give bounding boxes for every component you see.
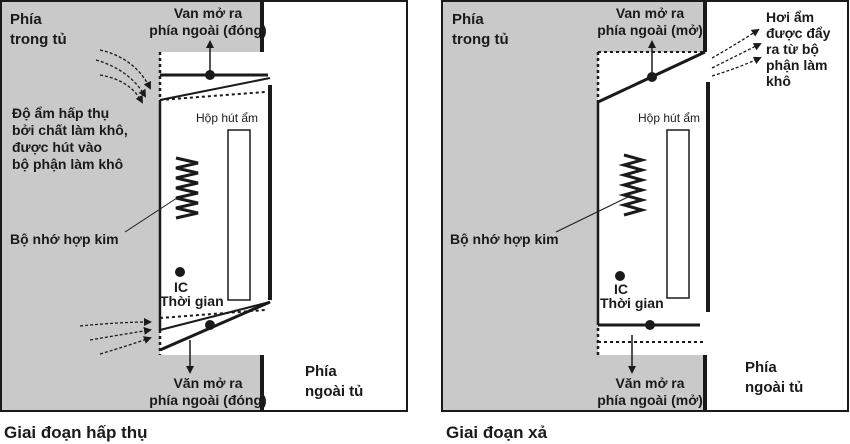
bottom-valve-label-1: Văn mở ra bbox=[173, 375, 242, 391]
caption-release: Giai đoạn xả bbox=[446, 423, 548, 442]
outside-label-1: Phía bbox=[745, 359, 777, 376]
alloy-pointer bbox=[555, 195, 631, 233]
side-note-4: bộ phận làm khô bbox=[12, 156, 123, 172]
inside-label-1: Phía bbox=[452, 11, 484, 28]
airflow-arrow bbox=[95, 59, 147, 98]
top-valve-label-1: Van mở ra bbox=[174, 5, 243, 21]
top-valve-pivot bbox=[205, 70, 215, 80]
ic-chip bbox=[615, 271, 625, 281]
airflow-arrow bbox=[99, 49, 151, 90]
cabinet-interior bbox=[2, 2, 262, 410]
inside-label-2: trong tủ bbox=[10, 31, 67, 48]
desiccant-box bbox=[666, 129, 690, 299]
airflow-arrow bbox=[711, 56, 762, 77]
side-note-2: được đẩy bbox=[766, 25, 831, 41]
airflow-arrow bbox=[99, 74, 143, 104]
top-valve-label-1: Van mở ra bbox=[616, 5, 685, 21]
panel-release: Phía trong tủ Van mở ra phía ngoài (mở) … bbox=[441, 0, 849, 412]
top-valve-label-2: phía ngoài (mở) bbox=[597, 22, 703, 38]
bottom-valve-pivot bbox=[205, 320, 215, 330]
side-note-5: khô bbox=[766, 73, 791, 89]
airflow-arrow bbox=[79, 318, 152, 327]
side-note-2: bởi chất làm khô, bbox=[12, 122, 128, 138]
airflow-arrow bbox=[711, 43, 762, 69]
top-valve-label-2: phía ngoài (đóng) bbox=[149, 22, 266, 38]
outside-label-2: ngoài tủ bbox=[745, 379, 803, 396]
airflow-arrow bbox=[711, 28, 760, 59]
side-note-3: ra từ bộ bbox=[766, 41, 819, 57]
bottom-valve-label-2: phía ngoài (đóng) bbox=[149, 392, 266, 408]
ic-label: IC bbox=[174, 279, 188, 295]
bottom-valve-label-2: phía ngoài (mở) bbox=[597, 392, 703, 408]
caption-absorption: Giai đoạn hấp thụ bbox=[4, 423, 148, 442]
inside-label-2: trong tủ bbox=[452, 31, 509, 48]
airflow-arrow bbox=[89, 326, 152, 341]
side-note-3: được hút vào bbox=[12, 139, 102, 155]
alloy-spring bbox=[175, 156, 199, 220]
outside-label-1: Phía bbox=[305, 363, 337, 380]
side-note-1: Độ ẩm hấp thụ bbox=[12, 105, 109, 121]
alloy-label: Bộ nhớ hợp kim bbox=[10, 231, 119, 247]
unit-bottom-edge bbox=[159, 301, 271, 331]
ic-chip bbox=[175, 267, 185, 277]
top-valve-pivot bbox=[647, 72, 657, 82]
alloy-label: Bộ nhớ hợp kim bbox=[450, 231, 559, 247]
panel-absorption: Phía trong tủ Van mở ra phía ngoài (đóng… bbox=[0, 0, 408, 412]
alloy-pointer bbox=[124, 195, 181, 233]
outside-label-2: ngoài tủ bbox=[305, 383, 363, 400]
timer-label: Thời gian bbox=[160, 293, 224, 309]
desiccant-label: Hộp hút ẩm bbox=[196, 111, 258, 125]
desiccant-label: Hộp hút ẩm bbox=[638, 111, 700, 125]
bottom-valve-pivot bbox=[645, 320, 655, 330]
side-note-1: Hơi ẩm bbox=[766, 9, 814, 25]
unit-top-edge bbox=[159, 77, 271, 101]
inside-label-1: Phía bbox=[10, 11, 42, 28]
side-note-4: phận làm bbox=[766, 57, 827, 73]
cabinet-interior bbox=[443, 2, 705, 410]
alloy-spring bbox=[618, 153, 648, 217]
ic-label: IC bbox=[614, 281, 628, 297]
bottom-valve-label-1: Văn mở ra bbox=[615, 375, 684, 391]
timer-label: Thời gian bbox=[600, 295, 664, 311]
bottom-valve-flap bbox=[159, 300, 271, 352]
desiccant-box bbox=[227, 129, 251, 301]
